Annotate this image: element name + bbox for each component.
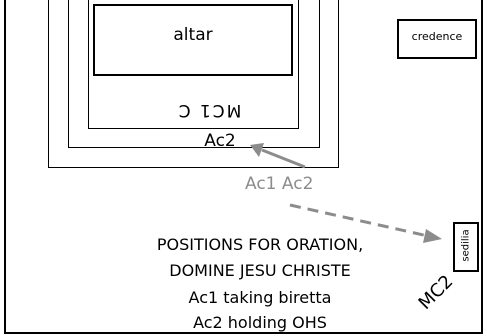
caption-line-3: Ac1 taking biretta [188, 288, 332, 307]
credence-label: credence [411, 30, 463, 43]
sedilia-label: sedilia [460, 229, 472, 262]
dashed-arrow-head [423, 229, 442, 243]
altar-label: altar [173, 25, 213, 45]
caption-line-4: Ac2 holding OHS [193, 313, 327, 332]
caption-line-2: DOMINE JESU CHRISTE [169, 261, 351, 280]
altar-step-middle [68, 0, 320, 148]
sedilia [453, 222, 479, 272]
caption-line-1: POSITIONS FOR ORATION, [156, 235, 364, 254]
dashed-arrow-line [289, 203, 429, 238]
altar-step-outer [48, 0, 339, 168]
altar [93, 4, 293, 76]
ac2-position-label: Ac2 [204, 131, 236, 151]
page-border [4, 0, 483, 334]
altar-step-inner [88, 0, 299, 129]
solid-arrow-line [261, 148, 306, 169]
credence [397, 19, 477, 59]
solid-arrow-head [250, 143, 264, 157]
ac1-ac2-gray-label: Ac1 Ac2 [245, 174, 314, 194]
